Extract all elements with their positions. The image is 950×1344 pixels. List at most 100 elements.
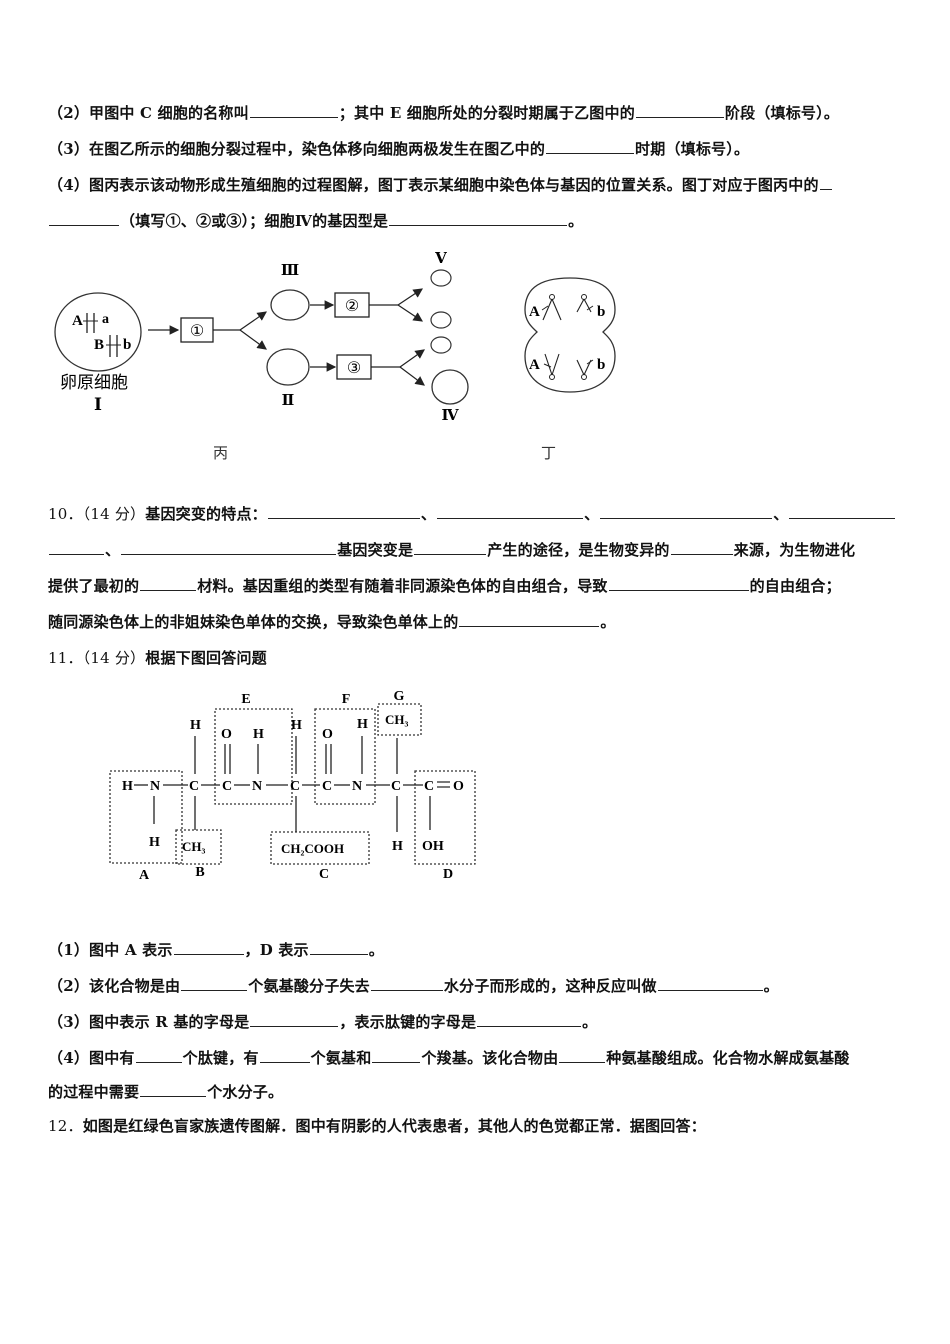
q11-p4-a: （4）图中有 [48,1049,135,1067]
answer-blank[interactable] [181,976,248,991]
answer-blank[interactable] [135,1048,182,1063]
atom-C: C [189,779,199,794]
gene-b-top: b [597,304,605,320]
q11-p2-d: 。 [763,977,779,995]
answer-blank[interactable] [49,211,119,226]
answer-blank[interactable] [670,540,733,555]
answer-blank[interactable] [49,540,104,555]
answer-blank[interactable] [370,976,443,991]
q11-number: 11．（14 分） [48,649,146,667]
atom-H: H [122,779,133,794]
answer-blank[interactable] [250,1012,339,1027]
answer-blank[interactable] [140,1082,207,1097]
atom-N: N [252,779,262,794]
q9-p4-line2-suffix: 。 [568,212,584,230]
label-G: G [394,689,405,704]
polar-body [430,311,452,329]
cell-III-label: Ⅲ [281,263,299,279]
q9-p4-line1: （4）图丙表示该动物形成生殖细胞的过程图解，图丁表示某细胞中染色体与基因的位置关… [48,176,819,194]
dividing-cell-diagram: A b A b [524,277,616,393]
q10-line1-text: 基因突变的特点： [145,505,267,523]
answer-blank[interactable] [437,504,584,519]
q10-line3-b: 材料。基因重组的类型有随着非同源染色体的自由组合，导致 [197,577,608,595]
label-D: D [443,867,453,882]
answer-blank[interactable] [600,504,773,519]
atom-C: C [424,779,434,794]
gene-A-top: A [529,304,540,320]
q11-p1-c: 。 [368,941,384,959]
q10-line3-c: 的自由组合； [749,577,841,595]
label-E: E [241,692,250,707]
cell-V [430,269,452,287]
gene-b: b [123,337,131,353]
q11-p3-a: （3）图中表示 R 基的字母是 [48,1013,250,1031]
answer-blank[interactable] [259,1048,310,1063]
figure-ding-caption: 丁 [541,444,557,462]
q10-line3: 提供了最初的材料。基因重组的类型有随着非同源染色体的自由组合，导致的自由组合； [48,575,841,596]
group-A-box [109,770,183,864]
cell-outline [524,277,616,393]
gene-b-bottom: b [597,357,605,373]
cell-IV [431,369,469,405]
answer-blank[interactable] [140,576,197,591]
atom-C: C [290,779,300,794]
answer-blank[interactable] [459,612,600,627]
answer-blank[interactable] [657,976,763,991]
answer-blank[interactable] [608,576,749,591]
figure-bing: A a B b 卵原细胞 Ⅰ ① Ⅲ ② Ⅱ ③ [50,245,490,425]
oogenesis-diagram: A a B b 卵原细胞 Ⅰ ① Ⅲ ② Ⅱ ③ [54,251,469,424]
answer-blank[interactable] [789,504,896,519]
answer-blank[interactable] [121,540,337,555]
step-3-label: ③ [347,360,361,377]
q11-p4-e: 种氨基酸组成。化合物水解成氨基酸 [606,1049,850,1067]
q9-p4-line2-mid: （填写①、②或③）；细胞Ⅳ的基因型是 [120,212,389,230]
answer-blank[interactable] [414,540,487,555]
q11-p3-b: ，表示肽键的字母是 [339,1013,477,1031]
label-A: A [139,868,150,883]
q12-line: 12．如图是红绿色盲家族遗传图解．图中有阴影的人代表患者，其他人的色觉都正常．据… [48,1115,706,1136]
answer-blank[interactable] [819,175,832,190]
q11-part4-line1: （4）图中有个肽键，有个氨基和个羧基。该化合物由种氨基酸组成。化合物水解成氨基酸 [48,1047,849,1068]
answer-blank[interactable] [635,103,724,118]
q11-part2: （2）该化合物是由个氨基酸分子失去水分子而形成的，这种反应叫做。 [48,975,779,996]
group-C-box [270,831,370,865]
answer-blank[interactable] [546,139,635,154]
q11-p1-a: （1）图中 A 表示 [48,941,173,959]
gene-A-bottom: A [529,357,540,373]
q10-line4-a: 随同源染色体上的非姐妹染色单体的交换，导致染色单体上的 [48,613,459,631]
q12-number: 12． [48,1117,83,1135]
answer-blank[interactable] [249,103,338,118]
answer-blank[interactable] [309,940,368,955]
answer-blank[interactable] [389,211,568,226]
label-C: C [319,867,329,882]
answer-blank[interactable] [372,1048,421,1063]
q11-header: 11．（14 分）根据下图回答问题 [48,647,267,668]
atom-OH: OH [422,839,444,854]
gene-a: a [102,312,109,327]
step-2-label: ② [345,298,359,315]
atom-H: H [291,718,302,733]
q11-part4-line2: 的过程中需要个水分子。 [48,1081,283,1102]
atom-H: H [357,717,368,732]
gene-A: A [72,313,83,329]
q11-p2-b: 个氨基酸分子失去 [248,977,370,995]
answer-blank[interactable] [173,940,244,955]
atom-H: H [253,727,264,742]
q9-p2-suffix: 阶段（填标号）。 [724,104,840,122]
q11-p3-c: 。 [582,1013,598,1031]
label-B: B [195,865,204,880]
q9-part4-line2: （填写①、②或③）；细胞Ⅳ的基因型是 。 [48,210,583,231]
group-D-box [414,770,476,865]
q9-part2: （2）甲图中 C 细胞的名称叫；其中 E 细胞所处的分裂时期属于乙图中的阶段（填… [48,102,839,123]
atom-N: N [150,779,160,794]
cell-II-label: Ⅱ [282,393,295,409]
group-G-box [377,703,422,736]
atom-O: O [322,727,333,742]
answer-blank[interactable] [477,1012,582,1027]
tripeptide-diagram: E F G A B C D H N H C H CH₃ C O N H [109,689,476,883]
q11-p4-b: 个肽键，有 [182,1049,259,1067]
group-B-ch3: CH₃ [182,839,206,854]
answer-blank[interactable] [267,504,420,519]
answer-blank[interactable] [559,1048,606,1063]
cell-I-label: Ⅰ [94,395,102,414]
